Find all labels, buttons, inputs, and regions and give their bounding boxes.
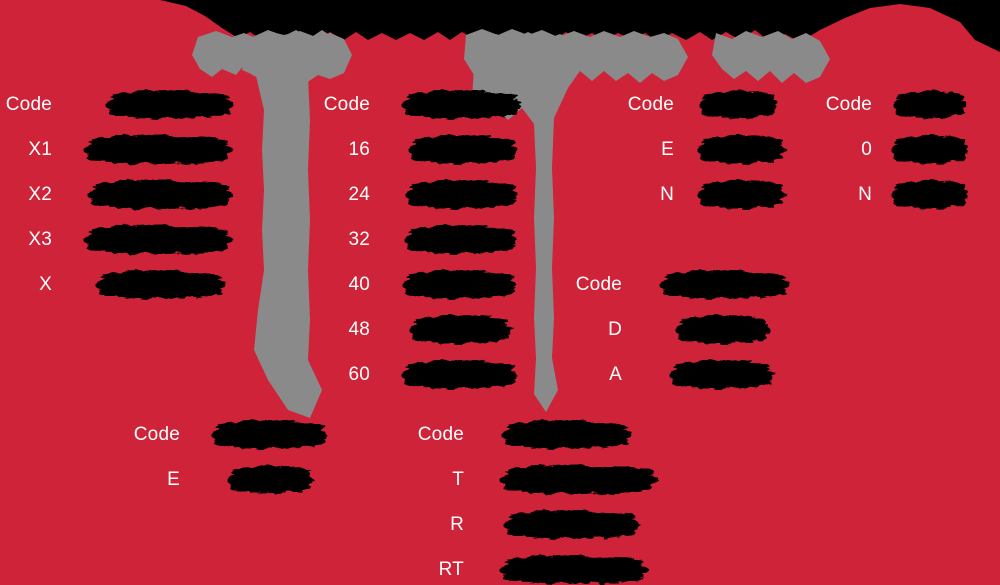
code-group-x: Code X1 X2 X3 X: [0, 82, 294, 307]
row-label: R: [450, 514, 464, 535]
row-label: X: [39, 274, 52, 295]
table-header-row: Code: [412, 412, 680, 457]
table-row: R: [412, 502, 680, 547]
table-row: X1: [0, 127, 294, 172]
table-row: D: [570, 307, 820, 352]
row-label: 24: [348, 184, 370, 205]
column-header-code: Code: [627, 94, 674, 115]
column-header-code: Code: [323, 94, 370, 115]
redacted-value: [212, 466, 362, 493]
table-row: A: [570, 352, 820, 397]
code-group-0n: Code 0 N: [820, 82, 1000, 217]
row-label: E: [167, 469, 180, 490]
table-row: 60: [318, 352, 582, 397]
code-group-numeric: Code 16 24 32 40: [318, 82, 582, 397]
redacted-header-value: [660, 270, 820, 299]
redacted-value: [892, 180, 1000, 209]
redacted-value: [698, 135, 818, 164]
column-header-code: Code: [417, 424, 464, 445]
row-label: D: [608, 319, 622, 340]
row-label: X1: [28, 139, 52, 160]
redacted-value: [84, 134, 274, 165]
table-row: N: [622, 172, 818, 217]
redacted-value: [402, 135, 582, 164]
row-label: 40: [348, 274, 370, 295]
table-row: 0: [820, 127, 1000, 172]
row-label: E: [661, 139, 674, 160]
top-black-obscure-band: [0, 0, 1000, 95]
table-header-row: Code: [128, 412, 362, 457]
redacted-value: [698, 180, 818, 209]
redacted-value: [84, 179, 274, 210]
row-label: A: [609, 364, 622, 385]
table-row: N: [820, 172, 1000, 217]
row-label: 60: [348, 364, 370, 385]
table-row: 48: [318, 307, 582, 352]
table-row: X: [0, 262, 294, 307]
redacted-value: [500, 510, 680, 539]
column-header-code: Code: [575, 274, 622, 295]
row-label: 0: [861, 139, 872, 160]
row-label: 32: [348, 229, 370, 250]
redacted-value: [660, 360, 820, 389]
row-label: T: [452, 469, 464, 490]
code-group-da: Code D A: [570, 262, 820, 397]
column-header-code: Code: [825, 94, 872, 115]
row-label: N: [858, 184, 872, 205]
table-row: E: [128, 457, 362, 502]
code-group-e: Code E: [128, 412, 362, 502]
redacted-header-value: [402, 90, 582, 119]
table-row: E: [622, 127, 818, 172]
redacted-header-value: [698, 91, 818, 118]
redacted-value: [500, 555, 680, 584]
table-header-row: Code: [0, 82, 294, 127]
redacted-value: [84, 224, 274, 255]
table-header-row: Code: [820, 82, 1000, 127]
redacted-header-value: [500, 420, 680, 449]
redacted-value: [402, 360, 582, 389]
redacted-value: [402, 270, 582, 299]
column-header-code: Code: [5, 94, 52, 115]
table-row: T: [412, 457, 680, 502]
redacted-value: [402, 180, 582, 209]
row-label: X2: [28, 184, 52, 205]
redacted-header-value: [104, 90, 294, 119]
table-row: X2: [0, 172, 294, 217]
code-group-en: Code E N: [622, 82, 818, 217]
table-row: X3: [0, 217, 294, 262]
row-label: 48: [348, 319, 370, 340]
redacted-value: [660, 315, 820, 344]
redacted-value: [84, 270, 274, 299]
redacted-value: [892, 135, 1000, 164]
column-header-code: Code: [133, 424, 180, 445]
table-header-row: Code: [318, 82, 582, 127]
table-row: 32: [318, 217, 582, 262]
table-header-row: Code: [570, 262, 820, 307]
table-row: 16: [318, 127, 582, 172]
table-row: 24: [318, 172, 582, 217]
redacted-value: [402, 225, 582, 254]
redacted-value: [402, 315, 582, 344]
table-row: RT: [412, 547, 680, 585]
row-label: 16: [348, 139, 370, 160]
code-group-trt: Code T R RT: [412, 412, 680, 585]
row-label: N: [660, 184, 674, 205]
table-header-row: Code: [622, 82, 818, 127]
table-row: 40: [318, 262, 582, 307]
row-label: RT: [438, 559, 464, 580]
row-label: X3: [28, 229, 52, 250]
redacted-header-value: [212, 420, 362, 449]
redacted-header-value: [892, 91, 1000, 118]
redacted-value: [500, 464, 680, 495]
